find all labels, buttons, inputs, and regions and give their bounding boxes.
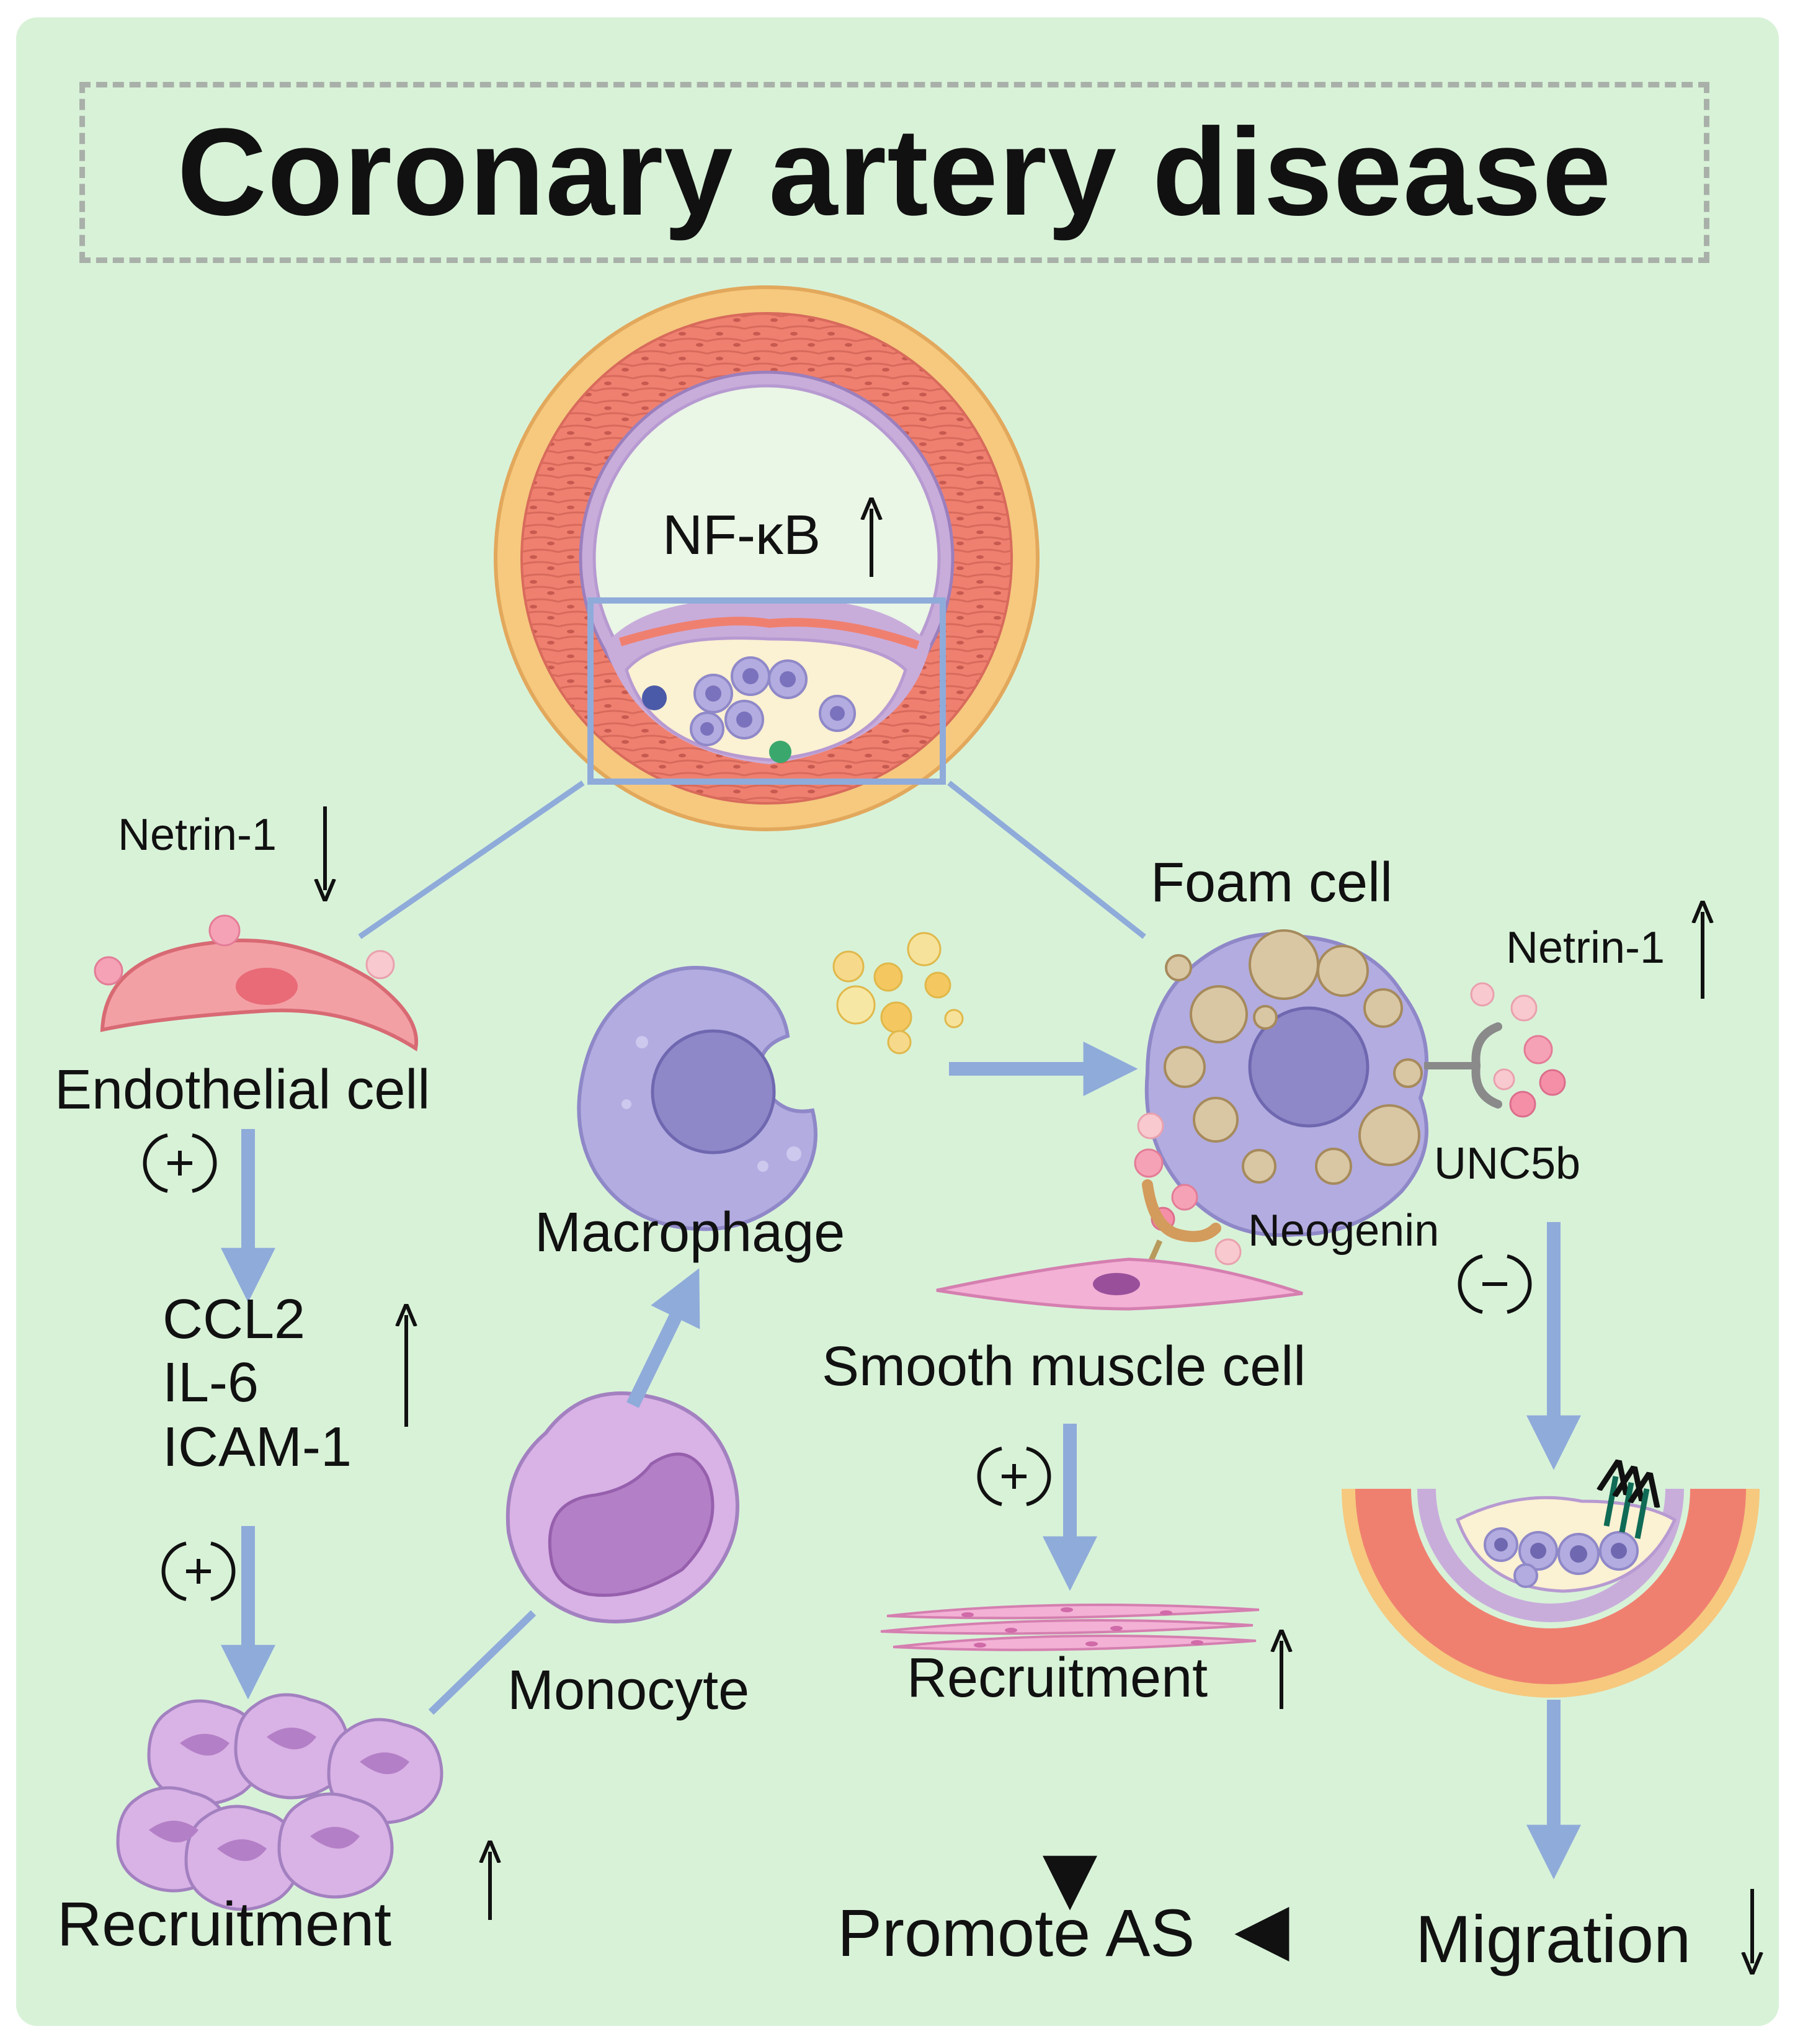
plus-sign-2 — [161, 1542, 236, 1601]
endothelial-cell — [100, 939, 419, 1051]
page-title: Coronary artery disease — [177, 103, 1612, 241]
minus-sign — [1458, 1254, 1532, 1314]
macrophage-cell — [577, 966, 817, 1231]
foam-cell — [1144, 929, 1428, 1238]
foam-cell-label: Foam cell — [1151, 852, 1393, 914]
smooth-muscle-cell-label: Smooth muscle cell — [822, 1336, 1306, 1398]
endothelial-cell-label: Endothelial cell — [55, 1059, 430, 1121]
line-cluster-to-monocyte — [428, 1610, 537, 1715]
vessel-fragment — [1342, 1476, 1760, 1698]
title-box: Coronary artery disease — [79, 82, 1709, 263]
recruitment-center-label: Recruitment — [907, 1647, 1208, 1709]
smooth-muscle-cell — [936, 1257, 1303, 1311]
recruited-monocytes-cluster — [116, 1693, 443, 1911]
netrin-particles-left — [94, 914, 395, 986]
recruitment-left-label: Recruitment — [57, 1890, 392, 1959]
recruited-smooth-muscle-layer — [880, 1604, 1260, 1651]
plus-sign-1 — [143, 1133, 217, 1193]
zoom-line-right — [947, 780, 1146, 939]
monocyte-cell — [506, 1391, 739, 1623]
neogenin-label: Neogenin — [1248, 1206, 1440, 1256]
il6-label: IL-6 — [163, 1352, 259, 1414]
ccl2-label: CCL2 — [163, 1288, 306, 1350]
migration-arrows — [1606, 1476, 1647, 1539]
netrin-left-label: Netrin-1 — [118, 810, 277, 860]
zoom-line-left — [358, 780, 585, 939]
nfkb-label: NF-κB — [662, 504, 821, 566]
monocyte-label: Monocyte — [507, 1659, 750, 1721]
netrin-right-label: Netrin-1 — [1506, 923, 1665, 973]
netrin-particles-right — [1134, 982, 1566, 1265]
icam1-label: ICAM-1 — [163, 1416, 352, 1478]
arrow-monocyte-to-macrophage — [626, 1268, 700, 1408]
macrophage-label: Macrophage — [535, 1202, 845, 1264]
promote-as-label: Promote AS — [837, 1895, 1195, 1970]
plus-sign-3 — [977, 1447, 1051, 1506]
lipid-droplets — [832, 932, 964, 1055]
unc5b-receptor — [1424, 1022, 1502, 1109]
plaque-foam-cells — [642, 656, 856, 763]
migration-label: Migration — [1415, 1901, 1691, 1976]
unc5b-label: UNC5b — [1434, 1139, 1581, 1189]
artery-cross-section — [494, 285, 1040, 831]
